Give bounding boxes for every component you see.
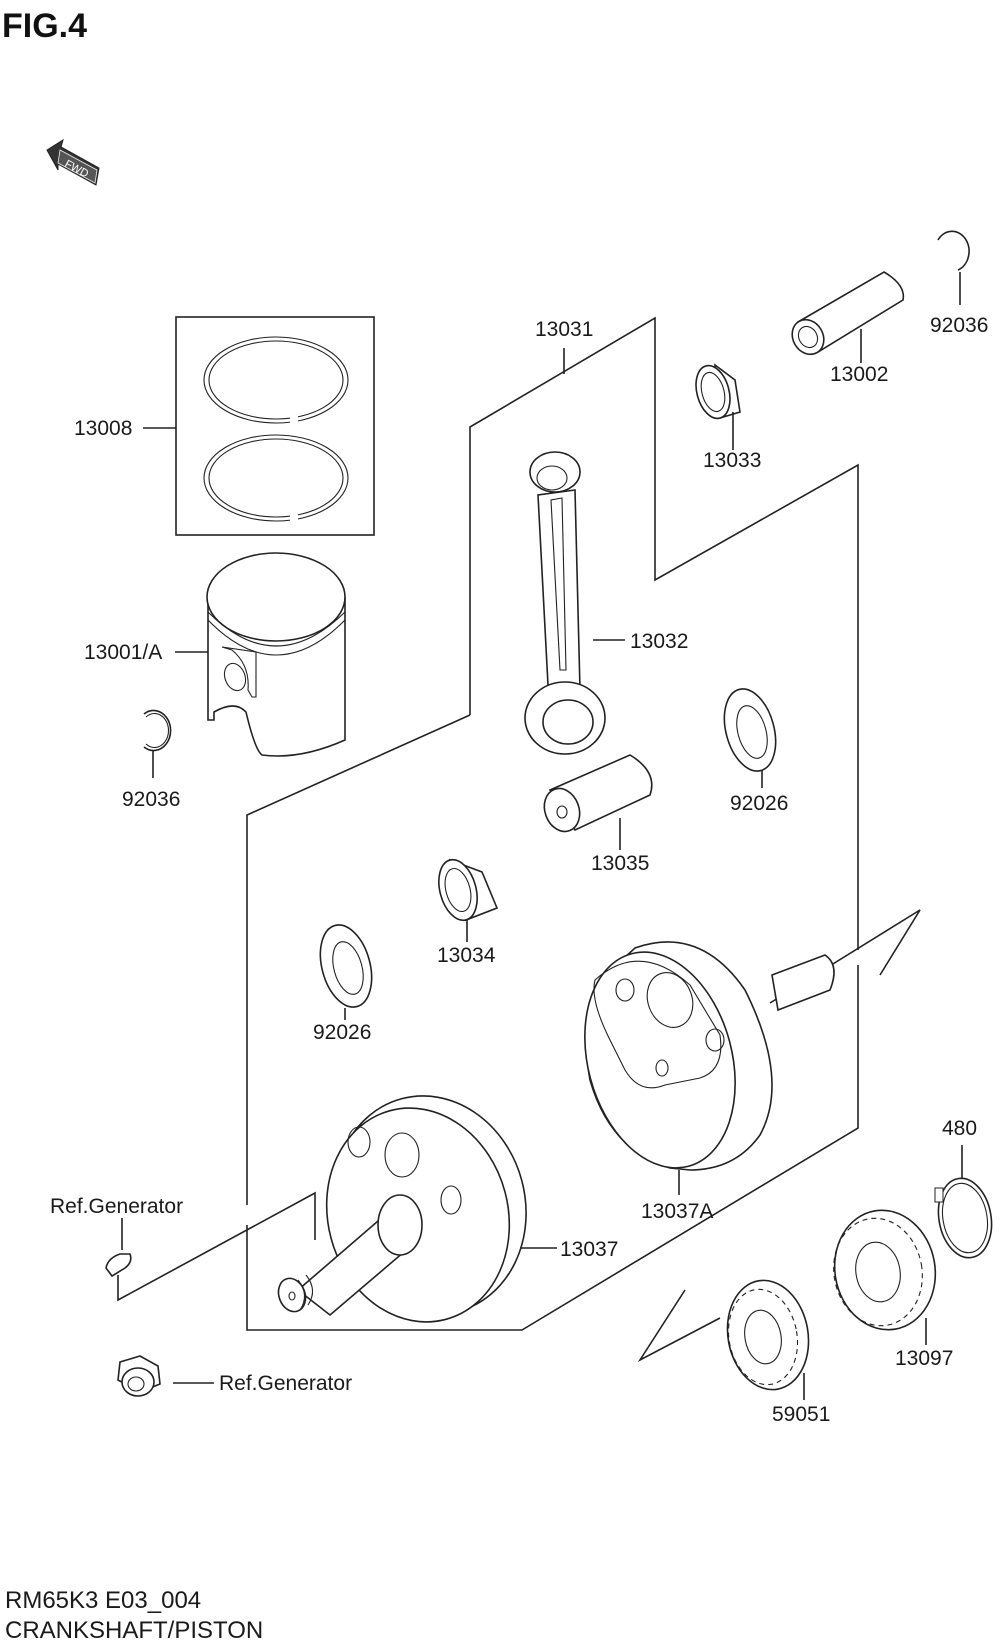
part-label-13035[interactable]: 13035 — [591, 852, 649, 875]
circlip-icon — [143, 709, 172, 778]
part-label-92036-left[interactable]: 92036 — [122, 788, 180, 811]
circlip-icon — [937, 230, 970, 305]
part-label-13001-a[interactable]: 13001/A — [84, 641, 162, 664]
connecting-rod-icon — [524, 451, 625, 755]
washer-icon — [319, 924, 373, 1020]
fwd-arrow-icon: FWD — [46, 138, 100, 186]
crank-web-icon — [584, 941, 835, 1195]
part-label-13008[interactable]: 13008 — [74, 417, 132, 440]
needle-bearing-icon — [695, 363, 741, 450]
part-label-13002[interactable]: 13002 — [830, 363, 888, 386]
crankshaft-assembly-bracket — [117, 316, 921, 1363]
crank-pin-icon — [543, 754, 653, 850]
piston-icon — [175, 552, 346, 757]
model-code: RM65K3 E03_004 — [5, 1587, 201, 1614]
key-icon — [105, 1218, 132, 1278]
needle-bearing-icon — [438, 858, 499, 942]
nut-icon — [117, 1355, 214, 1397]
crank-web-icon — [277, 1095, 557, 1323]
gear-icon — [726, 1279, 810, 1400]
part-label-480[interactable]: 480 — [942, 1117, 977, 1140]
part-label-13032[interactable]: 13032 — [630, 630, 688, 653]
piston-ring-set — [143, 316, 375, 536]
part-label-13037a[interactable]: 13037A — [641, 1200, 713, 1223]
figure-title: FIG.4 — [2, 7, 87, 45]
part-label-ref-generator-nut[interactable]: Ref.Generator — [219, 1372, 352, 1395]
part-label-13033[interactable]: 13033 — [703, 449, 761, 472]
gear-icon — [833, 1209, 937, 1345]
circlip-icon — [934, 1145, 993, 1259]
part-label-92026-right[interactable]: 92026 — [730, 792, 788, 815]
part-label-13034[interactable]: 13034 — [437, 944, 496, 967]
section-title: CRANKSHAFT/PISTON — [5, 1617, 263, 1644]
part-label-13037[interactable]: 13037 — [560, 1238, 618, 1261]
piston-pin-icon — [791, 271, 905, 363]
part-label-ref-generator-key[interactable]: Ref.Generator — [50, 1195, 183, 1218]
part-label-92036-right[interactable]: 92036 — [930, 314, 988, 337]
part-label-92026-left[interactable]: 92026 — [313, 1021, 371, 1044]
part-label-13031[interactable]: 13031 — [535, 318, 593, 341]
part-label-59051[interactable]: 59051 — [772, 1403, 830, 1426]
washer-icon — [723, 688, 777, 788]
part-label-13097[interactable]: 13097 — [895, 1347, 953, 1370]
